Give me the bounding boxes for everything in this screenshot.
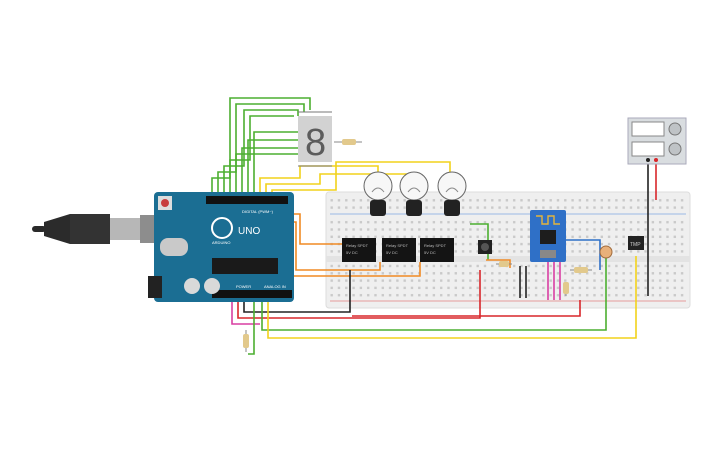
seven-segment-display[interactable]: 8: [298, 111, 332, 167]
light-bulb-1[interactable]: [363, 171, 393, 216]
power-label: POWER: [236, 284, 251, 289]
relay-3[interactable]: Relay SPDT 5V DC: [420, 238, 454, 262]
relay-2[interactable]: Relay SPDT 5V DC: [382, 238, 416, 262]
current-display: [631, 141, 665, 157]
arduino-uno-board[interactable]: DIGITAL (PWM~) UNO ARDUINO POWER ANALOG …: [148, 192, 294, 302]
digital-label: DIGITAL (PWM~): [242, 209, 274, 214]
model-label: UNO: [238, 226, 260, 237]
sensor-label: TMP: [630, 242, 641, 248]
light-bulb-3[interactable]: [437, 171, 467, 216]
current-knob-icon[interactable]: [668, 142, 682, 156]
brand-label: ARDUINO: [212, 240, 230, 245]
relay-1[interactable]: Relay SPDT 5V DC: [342, 238, 376, 262]
relay-rating: 5V DC: [346, 250, 358, 255]
relay-label: Relay SPDT: [386, 243, 409, 248]
resistor[interactable]: [570, 267, 592, 273]
capacitor: [184, 278, 200, 294]
power-jack: [148, 276, 162, 298]
resistor[interactable]: [243, 330, 249, 352]
usb-cable[interactable]: [32, 214, 158, 244]
resistor[interactable]: [496, 261, 512, 267]
resistor[interactable]: [334, 139, 362, 145]
resistor[interactable]: [563, 282, 569, 296]
power-supply[interactable]: [627, 117, 687, 165]
crystal: [160, 238, 188, 256]
voltage-display: [631, 121, 665, 137]
photoresistor[interactable]: [599, 245, 613, 259]
capacitor: [204, 278, 220, 294]
analog-label: ANALOG IN: [264, 284, 286, 289]
arduino-logo-icon: [211, 217, 233, 239]
esp-wifi-module[interactable]: [530, 210, 566, 262]
antenna-icon: [536, 215, 560, 225]
digital-header[interactable]: [206, 196, 288, 204]
relay-rating: 5V DC: [386, 250, 398, 255]
digit-value: 8: [305, 122, 326, 164]
temperature-sensor[interactable]: TMP: [628, 236, 644, 250]
push-button[interactable]: [478, 240, 492, 254]
voltage-knob-icon[interactable]: [668, 122, 682, 136]
light-bulb-2[interactable]: [399, 171, 429, 216]
relay-label: Relay SPDT: [346, 243, 369, 248]
relay-rating: 5V DC: [424, 250, 436, 255]
atmega-chip: [212, 258, 278, 274]
relay-label: Relay SPDT: [424, 243, 447, 248]
power-analog-header[interactable]: [212, 290, 292, 298]
